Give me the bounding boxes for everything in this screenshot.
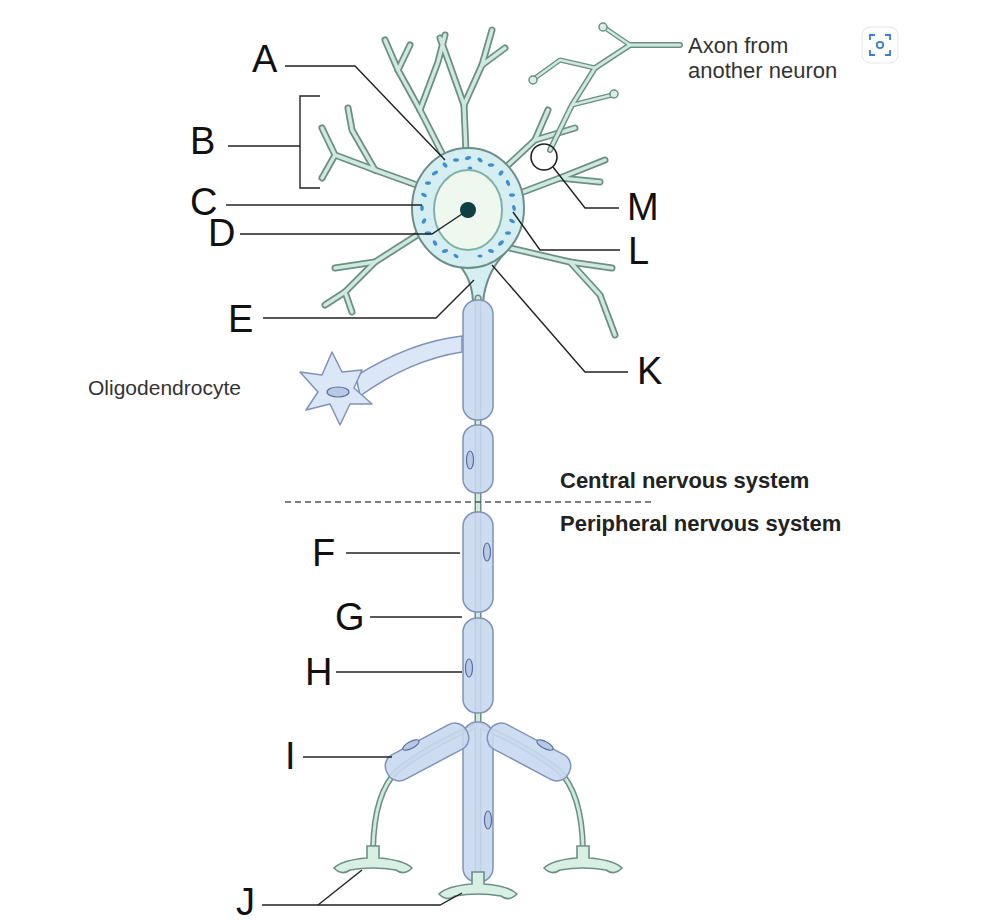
schwann-nucleus <box>401 451 554 829</box>
callout-letter: D <box>208 214 235 252</box>
callout-letter: J <box>236 883 255 921</box>
callout-letter: A <box>252 40 277 78</box>
part-label: Oligodendrocyte <box>88 376 241 400</box>
callout-letter: M <box>627 188 659 226</box>
lens-icon <box>862 27 898 63</box>
cell-body <box>412 148 524 268</box>
synapse-circle <box>531 144 557 170</box>
divider-line <box>285 501 655 503</box>
callout-letter: B <box>190 122 215 160</box>
axon-terminal <box>334 846 622 899</box>
callout-letter: E <box>228 300 253 338</box>
oligodendrocyte-body <box>300 352 372 425</box>
cell-nucleus <box>327 387 349 397</box>
callout-letter: G <box>335 598 365 636</box>
myelin-sheath <box>381 300 576 882</box>
axon-knob <box>529 23 618 98</box>
nissl-bodies <box>420 155 516 259</box>
oligodendrocyte-process <box>356 336 462 396</box>
part-label: Axon from another neuron <box>688 33 858 84</box>
region-label: Central nervous system <box>560 468 809 493</box>
presynaptic-axon <box>535 28 680 150</box>
dendrite-outline <box>322 30 615 335</box>
nucleus <box>434 170 502 250</box>
callout-letter: L <box>628 232 649 270</box>
callout-letter: K <box>637 352 662 390</box>
callout-letter: I <box>285 737 296 775</box>
callout-letter: F <box>312 534 335 572</box>
dendrite <box>322 30 615 335</box>
callout-letter: H <box>305 653 332 691</box>
region-label: Peripheral nervous system <box>560 511 841 536</box>
nucleolus <box>460 202 476 218</box>
